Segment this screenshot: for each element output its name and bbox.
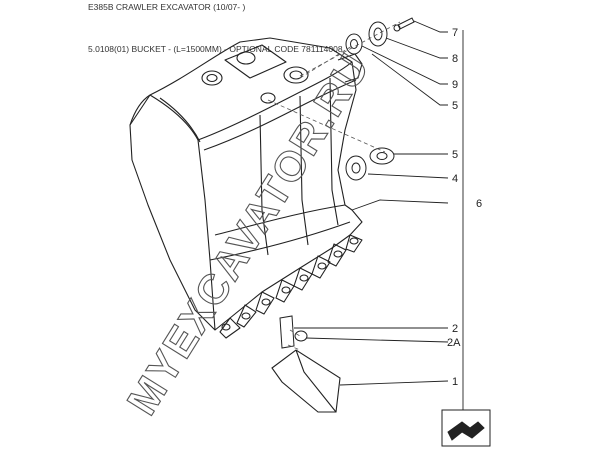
- callout-2: 2: [452, 323, 458, 335]
- callout-4: 4: [452, 173, 458, 185]
- part-washer-8: [368, 21, 388, 47]
- callout-8: 8: [452, 53, 458, 65]
- part-shim-5: [369, 147, 395, 165]
- callout-6: 6: [476, 198, 482, 210]
- leader-lines: [294, 20, 464, 420]
- part-tooth-1: [271, 349, 341, 413]
- next-page-arrow-icon[interactable]: [441, 409, 491, 447]
- part-retainer-2a: [294, 330, 308, 342]
- callout-2a: 2A: [447, 337, 461, 349]
- callout-7: 7: [452, 27, 458, 39]
- callout-1: 1: [452, 376, 458, 388]
- page-subtitle: 5.0108(01) BUCKET - (L=1500MM) - OPTIONA…: [88, 44, 343, 54]
- page-title: E385B CRAWLER EXCAVATOR (10/07- ): [88, 2, 246, 12]
- callout-9: 9: [452, 79, 458, 91]
- bucket-drawing: [129, 37, 363, 339]
- watermark-text: MYEXCAVATOR.RU: [118, 44, 379, 422]
- part-pin-2: [279, 315, 295, 349]
- part-ring-4: [345, 155, 367, 181]
- part-bolt-7: [393, 17, 415, 32]
- callout-5-top: 5: [452, 100, 458, 112]
- dashed-axis-lines: [267, 21, 401, 351]
- callout-labels: 7 8 9 5 5 4 6 2 2A 1: [447, 27, 482, 388]
- callout-5-mid: 5: [452, 149, 458, 161]
- part-ring-9: [345, 33, 363, 55]
